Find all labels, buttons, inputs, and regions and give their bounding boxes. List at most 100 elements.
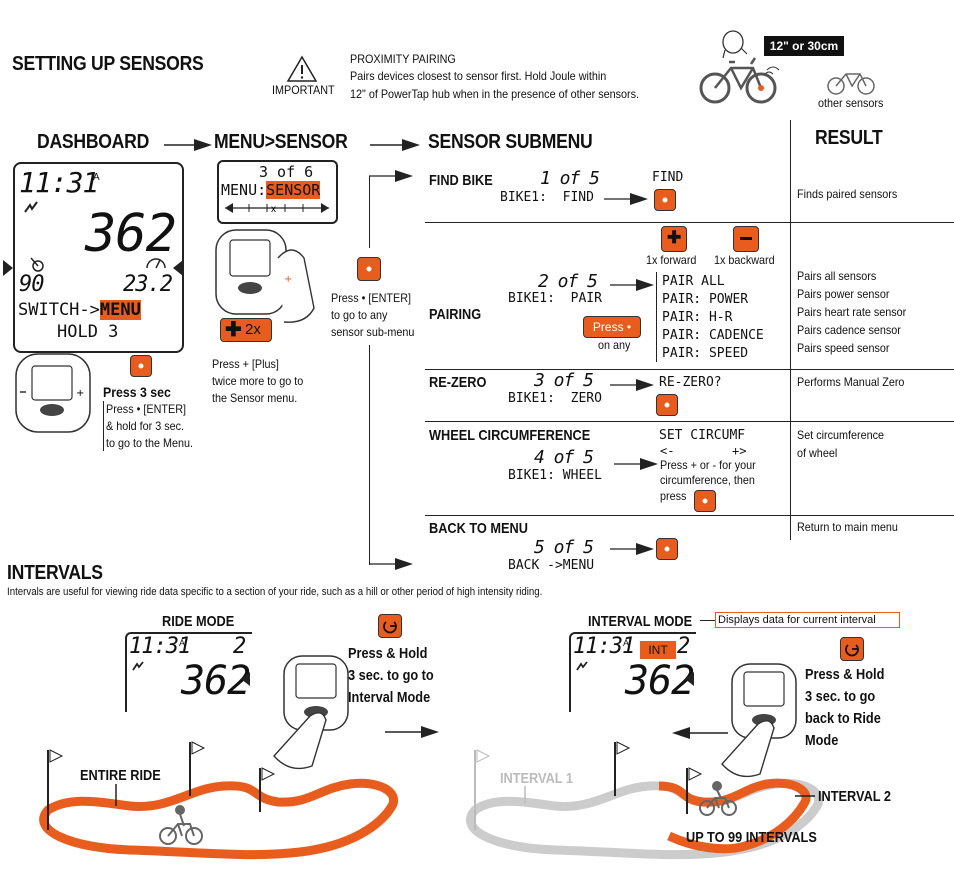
menu-sensor-label: SENSOR: [266, 181, 321, 199]
plus-note-1: Press + [Plus]: [212, 357, 279, 371]
back-label: BACK TO MENU: [429, 520, 528, 537]
pairing-result: Pairs cadence sensor: [797, 323, 901, 337]
press-on-any-button[interactable]: Press •: [583, 316, 641, 338]
svg-text:+: +: [284, 274, 292, 285]
backward-label: 1x backward: [714, 253, 775, 267]
arrow-right-icon: [604, 193, 648, 205]
wheel-note-1: Press + or - for your: [660, 458, 756, 472]
lightning-icon: [132, 661, 144, 671]
pairing-result: Pairs power sensor: [797, 287, 890, 301]
wheel-note-3: press: [660, 489, 687, 503]
enter-button[interactable]: [130, 355, 152, 377]
interval-power: 362: [625, 658, 695, 704]
interval-2-label: INTERVAL 2: [818, 788, 891, 805]
arrow-right-icon: [369, 558, 413, 570]
speedometer-icon: [146, 258, 166, 269]
press-hold-1-line-3: Interval Mode: [348, 689, 431, 706]
wheel-enter-button[interactable]: [694, 490, 716, 512]
press-hold-1-line-1: Press & Hold: [348, 645, 428, 662]
interval-track: [466, 741, 824, 860]
hand-press-device-icon[interactable]: +: [212, 228, 322, 328]
press-hold-2-line-3: back to Ride: [805, 710, 881, 727]
minus-button[interactable]: [733, 226, 759, 252]
back-enter-button[interactable]: [656, 538, 678, 560]
plus-icon: ✚: [667, 228, 682, 247]
enter-note-3: sensor sub-menu: [331, 325, 415, 339]
interval-am: A: [623, 638, 630, 648]
wheel-label: WHEEL CIRCUMFERENCE: [429, 427, 591, 444]
menu-sensor-screen: 3 of 6 MENU:SENSOR x: [217, 160, 338, 224]
pairing-screen: BIKE1: PAIR: [508, 291, 602, 306]
wheel-count: 4 of 5: [534, 447, 594, 468]
wheel-screen: BIKE1: WHEEL: [508, 468, 602, 483]
pairing-label: PAIRING: [429, 306, 482, 323]
menu-line: MENU:SENSOR: [221, 181, 321, 199]
displays-data-label: Displays data for current interval: [715, 612, 900, 628]
pairing-option: PAIR: POWER: [662, 292, 749, 307]
dashboard-screen: 11:31 A 362 90 23.2 SWITCH->MENU HOLD 3: [3, 162, 184, 353]
pairing-result: Pairs all sensors: [797, 269, 877, 283]
interval-mode-screen: 11:31 A INT 2 362: [569, 632, 696, 712]
arrow-right-icon: [610, 279, 654, 291]
enter-note-2: to go to any: [331, 308, 388, 322]
other-sensors-bike-icon: [827, 73, 875, 95]
enter-submenu-button[interactable]: [357, 257, 381, 281]
find-target: FIND: [652, 170, 684, 185]
dashboard-note-2: & hold for 3 sec.: [106, 419, 185, 433]
power-icon: [383, 621, 397, 634]
right-pointer-icon: [173, 260, 183, 276]
hand-press-device-icon[interactable]: [710, 660, 802, 788]
press-hold-2-line-4: Mode: [805, 732, 839, 749]
dashboard-power: 362: [85, 204, 177, 264]
arrow-left-icon: [672, 727, 728, 739]
pairing-options: PAIR ALL PAIR: POWER PAIR: H-R PAIR: CAD…: [662, 274, 764, 364]
dashboard-header: DASHBOARD: [37, 131, 150, 153]
other-sensors-label: other sensors: [818, 96, 884, 110]
back-count: 5 of 5: [534, 537, 594, 558]
arrow-right-icon: [610, 379, 654, 391]
interval-button[interactable]: [378, 614, 402, 638]
plus-2x-label: 2x: [245, 321, 261, 338]
plus-button[interactable]: ✚: [661, 226, 687, 252]
find-count: 1 of 5: [540, 168, 600, 189]
find-result: Finds paired sensors: [797, 187, 898, 201]
scroll-bar-icon: x: [225, 203, 329, 215]
minus-icon: [740, 237, 752, 240]
lightning-icon: [24, 201, 38, 213]
interval-1-label: INTERVAL 1: [500, 770, 573, 787]
interval-button[interactable]: [840, 637, 864, 661]
ride-power: 362: [181, 658, 251, 704]
plus-note-3: the Sensor menu.: [212, 391, 298, 405]
arrow-right-icon: [385, 726, 439, 738]
arrow-right-icon: [610, 543, 654, 555]
dashboard-hold: HOLD 3: [57, 322, 119, 342]
joule-device-icon[interactable]: +: [8, 352, 100, 436]
proximity-line-1: Pairs devices closest to sensor first. H…: [350, 69, 607, 83]
pairing-result: Pairs heart rate sensor: [797, 305, 907, 319]
rezero-result: Performs Manual Zero: [797, 375, 905, 389]
press-3sec-label: Press 3 sec: [103, 384, 171, 400]
dashboard-note-1: Press • [ENTER]: [106, 402, 187, 416]
press-hold-2-line-2: 3 sec. to go: [805, 688, 876, 705]
right-pointer-icon: [685, 672, 694, 686]
on-any-label: on any: [598, 338, 631, 352]
plus-2x-button[interactable]: ✚ 2x: [220, 318, 272, 342]
proximity-title: PROXIMITY PAIRING: [350, 52, 456, 66]
hand-press-device-icon[interactable]: [262, 650, 352, 776]
interval-lap: 2: [677, 634, 690, 659]
arrow-right-icon: [614, 458, 658, 470]
find-enter-button[interactable]: [654, 189, 676, 211]
pairing-option: PAIR ALL: [662, 274, 725, 289]
wheel-left-arrow: <-: [660, 444, 675, 458]
press-hold-2-line-1: Press & Hold: [805, 666, 885, 683]
ride-am: A: [179, 638, 186, 648]
pairing-option: PAIR: SPEED: [662, 346, 749, 361]
dashboard-note-3: to go to the Menu.: [106, 436, 194, 450]
rezero-enter-button[interactable]: [656, 394, 678, 416]
ride-mode-label: RIDE MODE: [162, 613, 235, 630]
setup-title: SETTING UP SENSORS: [12, 53, 204, 75]
back-result: Return to main menu: [797, 520, 898, 534]
svg-text:x: x: [271, 204, 276, 215]
intervals-description: Intervals are useful for viewing ride da…: [7, 586, 543, 598]
wheel-right-arrow: +>: [732, 444, 747, 458]
